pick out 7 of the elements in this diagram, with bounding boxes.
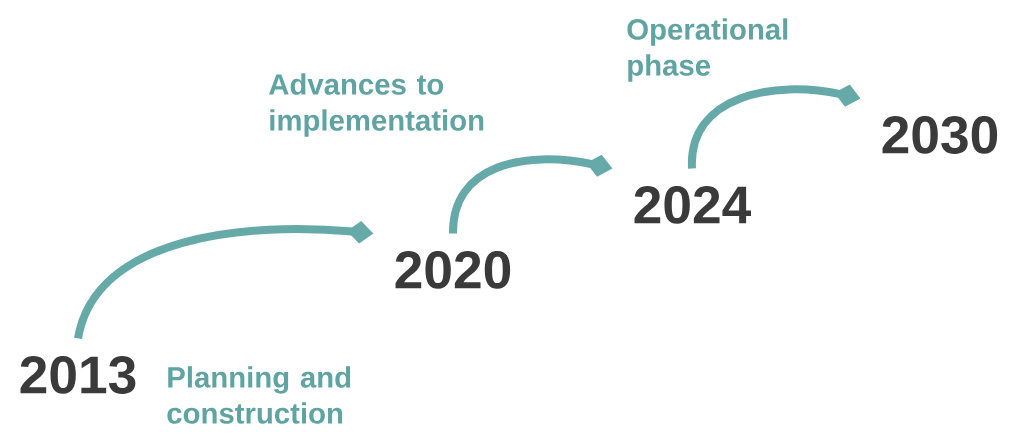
- year-label: 2030: [882, 116, 998, 154]
- phase-label: Advances to implementation: [269, 73, 484, 137]
- phase-label: Planning and construction: [167, 366, 351, 424]
- phase-label: Operational phase: [627, 18, 788, 82]
- year-label: 2024: [634, 186, 751, 224]
- year-label: 2020: [395, 251, 511, 289]
- year-label: 2013: [20, 356, 136, 394]
